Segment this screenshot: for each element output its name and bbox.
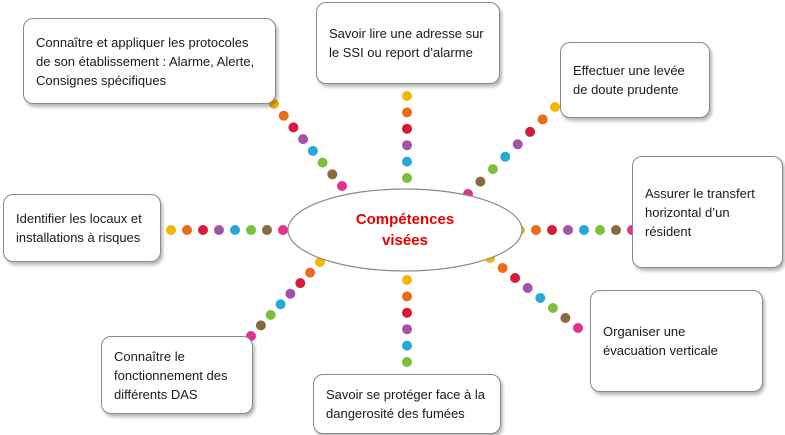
connector-dot-protocoles [288, 122, 299, 133]
connector-dot-levee-doute [525, 126, 536, 137]
center-ellipse [287, 188, 523, 272]
box-fumees: Savoir se protéger face à la dangerosité… [313, 374, 501, 434]
connector-dot-protocoles [278, 110, 289, 121]
connector-dot-adresse-ssi [402, 107, 412, 118]
connector-dot-das [275, 299, 286, 310]
connector-dot-adresse-ssi [402, 173, 412, 183]
box-levee-doute-text: Effectuer une levée de doute prudente [573, 63, 685, 97]
connector-dot-evacuation [510, 273, 521, 283]
connector-dot-transfert [611, 225, 621, 235]
box-transfert: Assurer le transfert horizontal d’un rés… [632, 156, 783, 268]
box-adresse-ssi-text: Savoir lire une adresse sur le SSI ou re… [329, 26, 484, 60]
connector-dot-das [265, 309, 276, 320]
connector-dot-protocoles [307, 145, 318, 156]
connector-dot-locaux [182, 225, 192, 235]
connector-dot-protocoles [298, 134, 309, 145]
box-das: Connaître le fonctionnement des différen… [101, 336, 253, 414]
box-transfert-text: Assurer le transfert horizontal d’un rés… [645, 185, 755, 239]
connector-dot-transfert [579, 225, 589, 235]
box-locaux-text: Identifier les locaux et installations à… [16, 211, 142, 245]
connector-dot-das [305, 267, 316, 278]
connector-dot-fumees [402, 340, 412, 351]
connector-dot-das [255, 320, 266, 331]
connector-dot-transfert [531, 225, 541, 235]
connector-dot-levee-doute [475, 176, 486, 187]
box-das-text: Connaître le fonctionnement des différen… [114, 348, 228, 402]
connector-dot-das [285, 288, 296, 299]
connector-dot-fumees [402, 275, 412, 285]
connector-dot-fumees [402, 291, 412, 302]
connector-dot-locaux [198, 225, 208, 235]
connector-dot-protocoles [327, 169, 338, 180]
box-evacuation-text: Organiser une évacuation verticale [603, 324, 718, 358]
connector-dot-evacuation [522, 283, 533, 293]
connector-dot-protocoles [317, 157, 328, 168]
center-label: Compétences visées [355, 211, 455, 249]
connector-dot-adresse-ssi [402, 123, 412, 134]
connector-dot-protocoles [337, 181, 347, 191]
connector-dot-locaux [166, 225, 176, 235]
box-protocoles: Connaître et appliquer les protocoles de… [23, 18, 276, 104]
connector-dot-locaux [230, 225, 240, 235]
connector-dot-locaux [278, 225, 288, 235]
connector-dot-evacuation [560, 313, 571, 323]
box-evacuation: Organiser une évacuation verticale [590, 290, 763, 392]
box-fumees-text: Savoir se protéger face à la dangerosité… [326, 387, 485, 421]
box-locaux: Identifier les locaux et installations à… [3, 194, 161, 262]
box-adresse-ssi: Savoir lire une adresse sur le SSI ou re… [316, 2, 500, 84]
connector-dot-fumees [402, 307, 412, 318]
connector-dot-adresse-ssi [402, 156, 412, 167]
connector-dot-adresse-ssi [402, 140, 412, 151]
connector-dot-levee-doute [500, 151, 511, 162]
connector-dot-adresse-ssi [402, 91, 412, 101]
box-levee-doute: Effectuer une levée de doute prudente [560, 42, 710, 118]
connector-dot-locaux [214, 225, 224, 235]
connector-dot-levee-doute [512, 139, 523, 150]
box-protocoles-text: Connaître et appliquer les protocoles de… [36, 34, 255, 88]
connector-dot-transfert [563, 225, 573, 235]
connector-dot-evacuation [573, 323, 583, 333]
connector-dot-levee-doute [550, 102, 560, 112]
connector-dot-levee-doute [487, 164, 498, 175]
connector-dot-locaux [262, 225, 272, 235]
connector-dot-levee-doute [537, 114, 548, 125]
connector-dot-evacuation [547, 303, 558, 313]
connector-dot-locaux [246, 225, 256, 235]
connector-dot-fumees [402, 357, 412, 367]
connector-dot-fumees [402, 324, 412, 335]
connector-dot-evacuation [497, 263, 508, 273]
connector-dot-transfert [595, 225, 605, 235]
connector-dot-evacuation [535, 293, 546, 303]
connector-dot-transfert [547, 225, 557, 235]
connector-dot-das [295, 278, 306, 289]
